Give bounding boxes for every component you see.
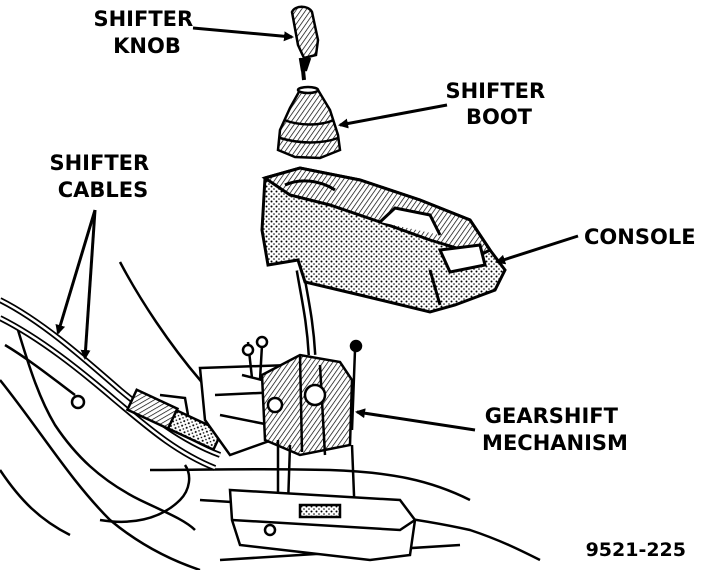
mounting-base [228, 488, 417, 562]
label-gearshift-mechanism: GEARSHIFT MECHANISM [482, 404, 628, 455]
console [260, 166, 507, 314]
leader-shifter-cables-1 [55, 209, 97, 335]
label-shifter-boot: SHIFTER BOOT [445, 79, 552, 129]
gearshift-mechanism [241, 269, 363, 529]
leader-shifter-boot [338, 103, 448, 129]
shifter-boot [276, 85, 342, 160]
leader-gearshift-mechanism [355, 408, 476, 432]
label-shifter-knob: SHIFTER KNOB [93, 7, 200, 58]
leader-shifter-cables-2 [80, 209, 97, 360]
leader-shifter-knob [192, 26, 294, 42]
leader-console [495, 234, 579, 265]
label-shifter-cables: SHIFTER CABLES [49, 151, 156, 202]
label-console: CONSOLE [584, 225, 696, 249]
shifter-knob [290, 5, 320, 81]
figure-number: 9521-225 [586, 539, 686, 561]
shifter-cables [0, 297, 224, 471]
callout-leaders [55, 26, 579, 432]
